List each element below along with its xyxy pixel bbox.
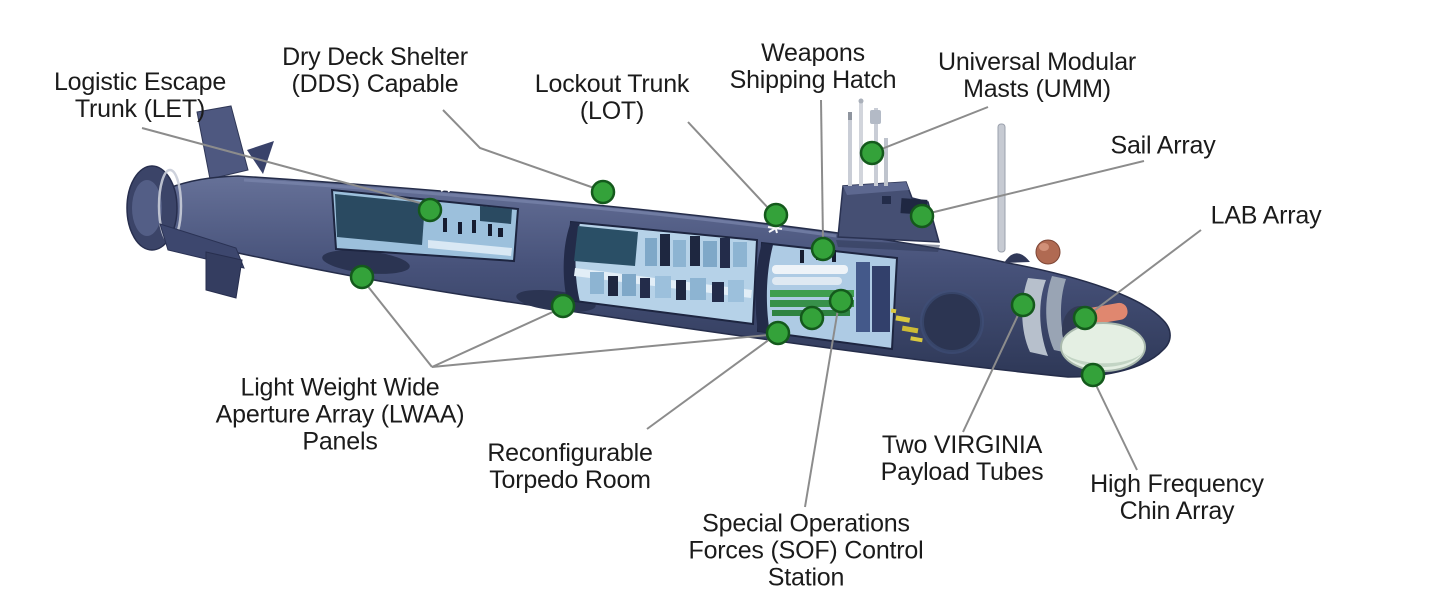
label-weapons-shipping-hatch: Weapons Shipping Hatch (729, 39, 897, 94)
leader-line-lockout-trunk (687, 121, 771, 211)
chin-dome-shade (1063, 352, 1143, 367)
label-universal-modular-masts: Universal Modular Masts (UMM) (937, 48, 1137, 103)
leader-lines (141, 99, 1202, 508)
leader-line-dry-deck-shelter (442, 109, 598, 190)
marker-dds-deck (590, 179, 616, 205)
torpedo-green-rack-2 (770, 300, 854, 307)
bow-bulkhead-rim (920, 290, 984, 354)
label-sof-control-station: Special Operations Forces (SOF) Control … (688, 509, 924, 592)
leader-line-lab-array (1090, 229, 1202, 314)
label-high-frequency-chin-array: High Frequency Chin Array (1090, 470, 1264, 525)
hull-sparkle-aft (439, 180, 455, 193)
sail-window (882, 196, 891, 204)
stern-rudder-fin (196, 105, 249, 180)
torpedo-equipment-2 (872, 266, 890, 332)
torpedo-green-rack-1 (770, 290, 854, 297)
marker-sail (909, 203, 935, 229)
marker-lwaa-panel-mid (550, 293, 576, 319)
leader-line-virginia-payload-tubes (962, 312, 1020, 433)
marker-umm-masts (859, 140, 885, 166)
marker-payload-tubes (1010, 292, 1036, 318)
cutaway-mid-rim (563, 222, 580, 302)
bow-sphere-highlight (1039, 243, 1049, 251)
deck-highlight (243, 178, 837, 238)
cutaway-aft-panel (335, 194, 425, 245)
torpedo-equipment-1 (856, 262, 870, 332)
cutaway-aft-floor (428, 240, 512, 256)
marker-let-hatch (417, 197, 443, 223)
raised-mast (997, 123, 1006, 253)
marker-weapons-hatch (810, 236, 836, 262)
label-lwaa-panels: Light Weight Wide Aperture Array (LWAA) … (215, 373, 465, 456)
leader-line-lwaa-panels (431, 309, 558, 368)
torpedo-rack-2 (772, 277, 842, 285)
marker-lot-hatch (763, 202, 789, 228)
cutaway-torpedo-rim (755, 243, 773, 333)
leader-line-lwaa-panels (365, 283, 433, 368)
marker-chin-array (1080, 362, 1106, 388)
bow-fairing (1004, 253, 1030, 263)
label-reconfigurable-torpedo-room: Reconfigurable Torpedo Room (487, 439, 653, 494)
leader-line-reconfigurable-torpedo-room (646, 338, 771, 430)
sail-shadow (836, 240, 940, 252)
leader-line-sof-control-station (804, 308, 839, 508)
leader-line-universal-modular-masts (878, 106, 989, 151)
leader-line-weapons-shipping-hatch (820, 99, 824, 242)
cutaway-aft-panel2 (480, 206, 512, 224)
cutaway-mid-equipment (590, 234, 747, 302)
leader-line-lwaa-panels (431, 334, 769, 368)
label-lab-array: LAB Array (1210, 201, 1322, 230)
leader-line-sail-array (929, 160, 1145, 214)
leader-line-logistic-escape-trunk (141, 127, 425, 205)
cutaway-mid-panel (574, 226, 638, 266)
stern-lower-fin (205, 251, 243, 299)
leader-line-high-frequency-chin-array (1094, 382, 1138, 471)
stern-far-fin (247, 141, 274, 174)
label-sail-array: Sail Array (1110, 131, 1216, 160)
lwaa-panel-shape-aft (322, 250, 410, 274)
torpedo-rack-1 (772, 265, 848, 274)
bow-bulkhead (922, 292, 982, 352)
label-dry-deck-shelter: Dry Deck Shelter (DDS) Capable (282, 43, 468, 98)
yellow-marks (890, 308, 923, 343)
marker-lwaa-panel-aft (349, 264, 375, 290)
marker-lab-dome (1072, 305, 1098, 331)
propulsor-hub (132, 180, 162, 236)
label-logistic-escape-trunk: Logistic Escape Trunk (LET) (53, 68, 227, 123)
marker-torpedo-room (765, 320, 791, 346)
marker-sof-station (828, 288, 854, 314)
label-virginia-payload-tubes: Two VIRGINIA Payload Tubes (880, 431, 1044, 486)
feature-markers (349, 140, 1106, 388)
marker-torpedo-room-interior (799, 305, 825, 331)
label-lockout-trunk: Lockout Trunk (LOT) (534, 70, 690, 125)
